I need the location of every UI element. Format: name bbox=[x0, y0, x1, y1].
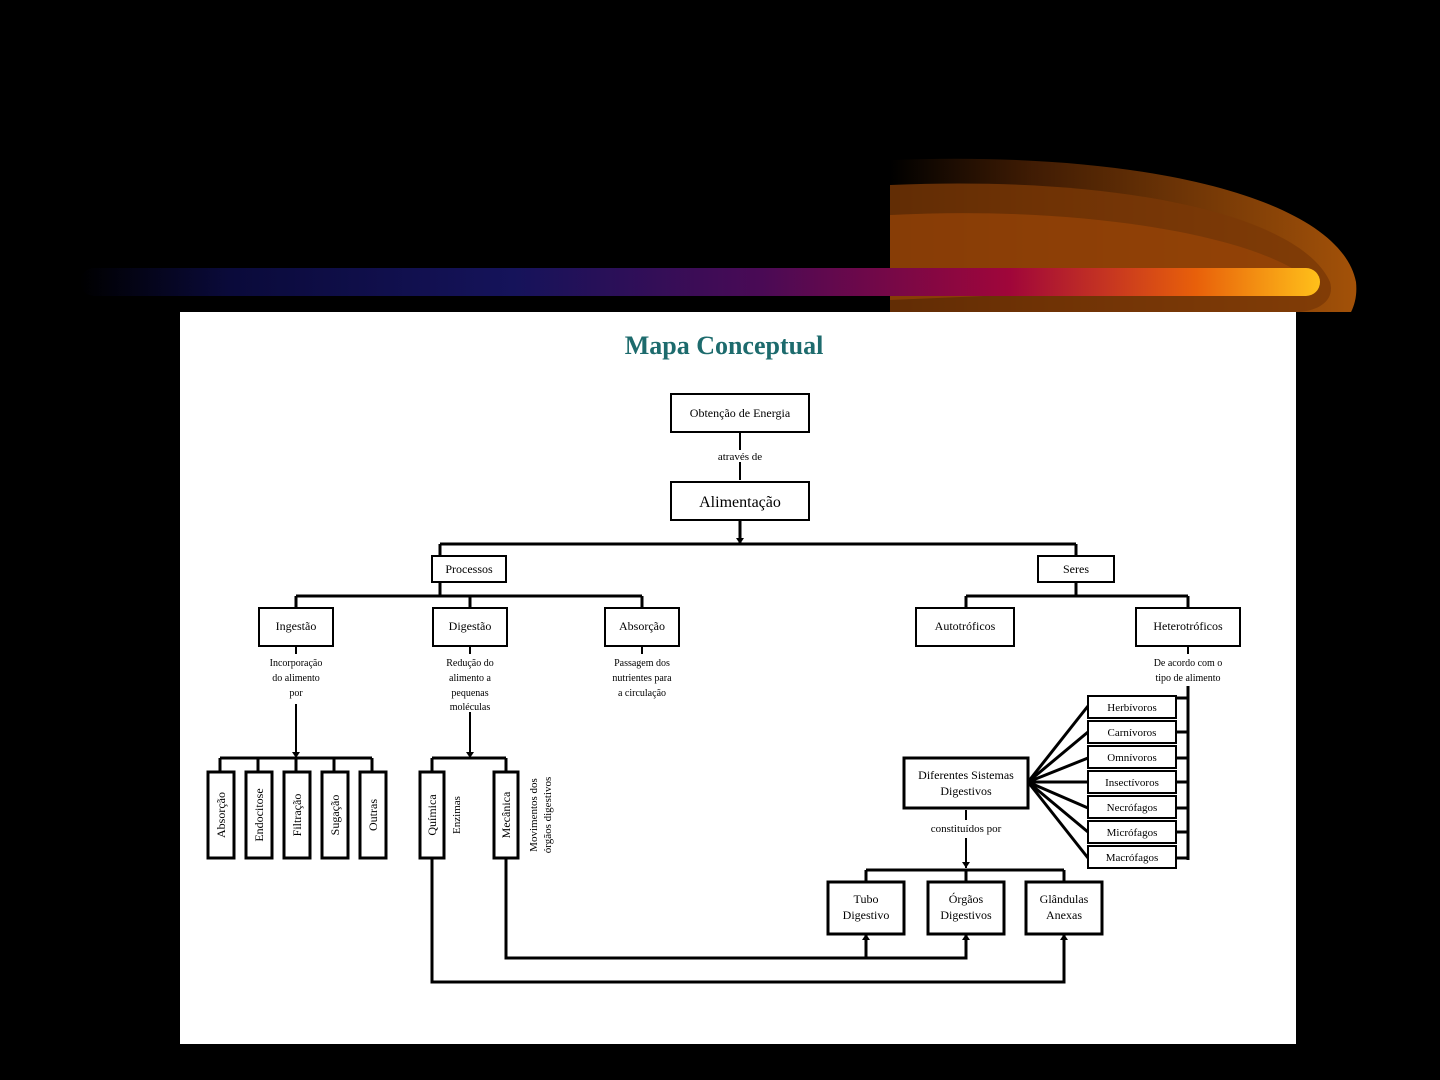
svg-text:Necrófagos: Necrófagos bbox=[1107, 802, 1158, 814]
svg-text:órgãos digestivos: órgãos digestivos bbox=[542, 777, 554, 854]
node-heterotroficos: Heterotróficos bbox=[1135, 607, 1241, 647]
link-atraves-de: através de bbox=[718, 451, 762, 463]
svg-text:Química: Química bbox=[425, 794, 439, 836]
link-digestao: Redução do alimento a pequenas moléculas bbox=[446, 658, 494, 713]
svg-text:Movimentos dos: Movimentos dos bbox=[528, 778, 540, 852]
svg-text:nutrientes para: nutrientes para bbox=[612, 673, 672, 684]
svg-text:do alimento: do alimento bbox=[272, 673, 320, 684]
arrowheads bbox=[292, 538, 1080, 940]
diagram-title: Mapa Conceptual bbox=[625, 331, 824, 360]
node-autotroficos: Autotróficos bbox=[915, 607, 1015, 647]
svg-text:tipo de alimento: tipo de alimento bbox=[1156, 673, 1221, 684]
svg-text:Digestivo: Digestivo bbox=[843, 908, 890, 922]
node-tubo-digestivo: Tubo Digestivo bbox=[826, 880, 906, 936]
title-swoosh-decoration bbox=[80, 158, 1357, 312]
svg-text:Herbívoros: Herbívoros bbox=[1107, 702, 1157, 714]
node-absorcao: Absorção bbox=[604, 607, 680, 647]
node-endocitose: Endocitose bbox=[244, 770, 274, 860]
svg-text:De acordo com o: De acordo com o bbox=[1154, 658, 1223, 669]
svg-text:Digestivos: Digestivos bbox=[940, 784, 992, 798]
node-omnivoros: Omnívoros bbox=[1087, 745, 1177, 769]
svg-text:a circulação: a circulação bbox=[618, 688, 666, 699]
node-seres: Seres bbox=[1037, 555, 1115, 583]
svg-text:Seres: Seres bbox=[1063, 562, 1089, 576]
svg-text:alimento a: alimento a bbox=[449, 673, 491, 684]
node-digestao: Digestão bbox=[432, 607, 508, 647]
svg-text:Omnívoros: Omnívoros bbox=[1107, 752, 1157, 764]
svg-text:Micrófagos: Micrófagos bbox=[1107, 827, 1158, 839]
node-orgaos-digestivos: Órgãos Digestivos bbox=[926, 880, 1006, 936]
svg-text:Filtração: Filtração bbox=[290, 794, 304, 837]
link-heterotroficos: De acordo com o tipo de alimento bbox=[1154, 658, 1223, 684]
node-filtracao: Filtração bbox=[282, 770, 312, 860]
link-movimentos: Movimentos dos órgãos digestivos bbox=[528, 777, 554, 854]
node-outras: Outras bbox=[358, 770, 388, 860]
svg-text:Autotróficos: Autotróficos bbox=[935, 619, 996, 633]
svg-text:Digestivos: Digestivos bbox=[940, 908, 992, 922]
node-insectivoros: Insectívoros bbox=[1087, 770, 1177, 794]
link-enzimas: Enzimas bbox=[451, 796, 463, 834]
node-carnivoros: Carnívoros bbox=[1087, 720, 1177, 744]
svg-text:Obtenção de Energia: Obtenção de Energia bbox=[690, 406, 791, 420]
concept-map-panel: Mapa Conceptual bbox=[180, 312, 1296, 1044]
svg-text:Processos: Processos bbox=[445, 562, 493, 576]
node-absorcao-mechanism: Absorção bbox=[206, 770, 236, 860]
svg-text:Alimentação: Alimentação bbox=[699, 494, 781, 511]
svg-text:Ingestão: Ingestão bbox=[276, 619, 317, 633]
svg-text:Mecânica: Mecânica bbox=[499, 791, 513, 838]
node-macrofagos: Macrófagos bbox=[1087, 845, 1177, 869]
node-ingestao: Ingestão bbox=[258, 607, 334, 647]
svg-text:Passagem dos: Passagem dos bbox=[614, 658, 670, 669]
svg-text:Anexas: Anexas bbox=[1046, 908, 1082, 922]
node-glandulas-anexas: Glândulas Anexas bbox=[1024, 880, 1104, 936]
svg-text:Macrófagos: Macrófagos bbox=[1106, 852, 1159, 864]
svg-text:por: por bbox=[289, 688, 303, 699]
node-necrofagos: Necrófagos bbox=[1087, 795, 1177, 819]
link-constituidos-por: constituídos por bbox=[931, 823, 1002, 835]
svg-text:Insectívoros: Insectívoros bbox=[1105, 777, 1159, 789]
node-mecanica: Mecânica bbox=[492, 770, 520, 860]
link-ingestao: Incorporação do alimento por bbox=[270, 658, 323, 699]
svg-text:Heterotróficos: Heterotróficos bbox=[1153, 619, 1223, 633]
link-absorcao: Passagem dos nutrientes para a circulaçã… bbox=[612, 658, 672, 699]
svg-text:Absorção: Absorção bbox=[214, 792, 228, 838]
node-alimentacao: Alimentação bbox=[670, 481, 810, 521]
svg-text:Absorção: Absorção bbox=[619, 619, 665, 633]
node-sugacao: Sugação bbox=[320, 770, 350, 860]
node-quimica: Química bbox=[418, 770, 446, 860]
node-herbivoros: Herbívoros bbox=[1087, 695, 1177, 719]
node-diferentes-sistemas-digestivos: Diferentes Sistemas Digestivos bbox=[902, 756, 1030, 810]
svg-text:Tubo: Tubo bbox=[854, 892, 879, 906]
svg-text:Sugação: Sugação bbox=[328, 795, 342, 836]
svg-text:Carnívoros: Carnívoros bbox=[1108, 727, 1157, 739]
svg-text:Órgãos: Órgãos bbox=[949, 892, 984, 906]
svg-text:moléculas: moléculas bbox=[450, 702, 491, 713]
svg-text:Digestão: Digestão bbox=[449, 619, 492, 633]
node-microfagos: Micrófagos bbox=[1087, 820, 1177, 844]
svg-text:pequenas: pequenas bbox=[451, 688, 488, 699]
svg-text:Diferentes Sistemas: Diferentes Sistemas bbox=[918, 768, 1014, 782]
svg-text:Endocitose: Endocitose bbox=[252, 788, 266, 841]
node-processos: Processos bbox=[431, 555, 507, 583]
concept-map-diagram: Mapa Conceptual bbox=[206, 331, 1241, 984]
svg-text:Redução do: Redução do bbox=[446, 658, 494, 669]
svg-text:Incorporação: Incorporação bbox=[270, 658, 323, 669]
svg-text:Outras: Outras bbox=[366, 799, 380, 831]
node-obtencao-de-energia: Obtenção de Energia bbox=[670, 393, 810, 433]
svg-text:Glândulas: Glândulas bbox=[1040, 892, 1089, 906]
